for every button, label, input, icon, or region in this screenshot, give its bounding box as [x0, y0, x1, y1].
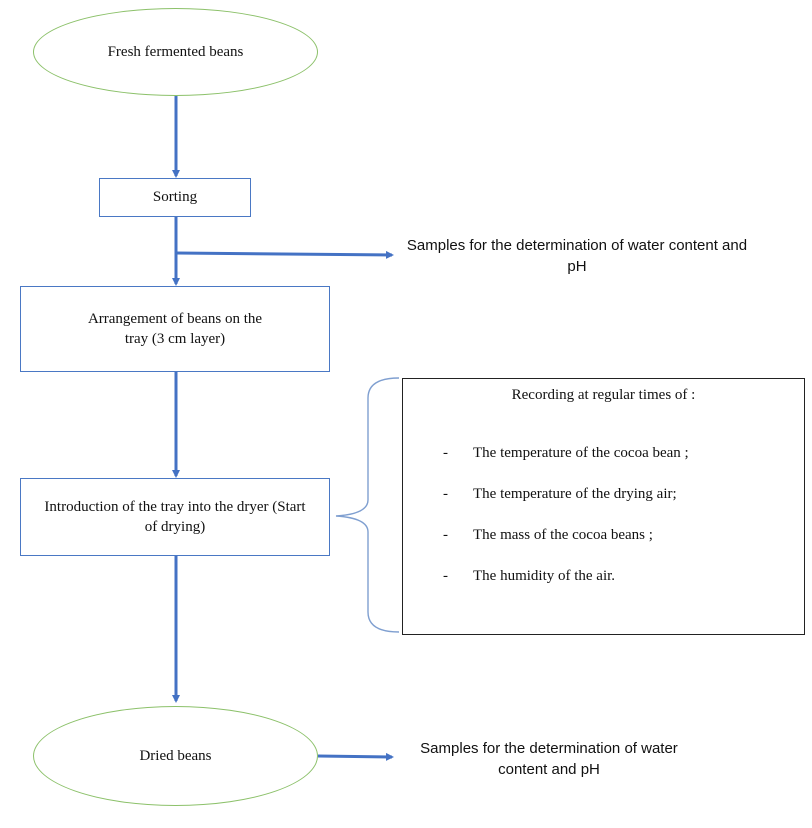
- end-node-label: Dried beans: [139, 747, 212, 764]
- recording-title: Recording at regular times of :: [511, 387, 696, 403]
- arrow-end-to-samples: [317, 752, 394, 761]
- bullet-dash: -: [443, 445, 448, 461]
- recording-item: - The humidity of the air.: [443, 568, 689, 609]
- bullet-dash: -: [443, 568, 448, 584]
- samples-note-after-drying-text: Samples for the determination of water c…: [420, 740, 678, 778]
- introduction-step: Introduction of the tray into the dryer …: [20, 478, 330, 556]
- sorting-step-label: Sorting: [152, 189, 198, 206]
- arrangement-step-label: Arrangement of beans on the tray (3 cm l…: [87, 310, 263, 347]
- recording-item: - The temperature of the drying air;: [443, 486, 689, 527]
- sorting-step: Sorting: [99, 178, 251, 217]
- recording-item: - The mass of the cocoa beans ;: [443, 527, 689, 568]
- samples-note-after-sorting: Samples for the determination of water c…: [404, 235, 750, 277]
- recording-item-text: The temperature of the drying air;: [473, 486, 677, 502]
- recording-box: Recording at regular times of : - The tem…: [402, 378, 805, 635]
- start-node-label: Fresh fermented beans: [107, 43, 244, 60]
- arrow-sorting-to-samples: [175, 250, 394, 259]
- recording-list: - The temperature of the cocoa bean ; - Th…: [443, 445, 689, 609]
- end-node: Dried beans: [33, 706, 318, 806]
- samples-note-after-drying: Samples for the determination of water c…: [404, 738, 694, 780]
- recording-item-text: The temperature of the cocoa bean ;: [473, 445, 689, 461]
- bullet-dash: -: [443, 486, 448, 502]
- introduction-step-label: Introduction of the tray into the dryer …: [44, 498, 306, 535]
- bullet-dash: -: [443, 527, 448, 543]
- curly-brace: [335, 377, 400, 633]
- arrangement-step: Arrangement of beans on the tray (3 cm l…: [20, 286, 330, 372]
- recording-item-text: The humidity of the air.: [473, 568, 616, 584]
- recording-item: - The temperature of the cocoa bean ;: [443, 445, 689, 486]
- start-node: Fresh fermented beans: [33, 8, 318, 96]
- recording-item-text: The mass of the cocoa beans ;: [473, 527, 653, 543]
- samples-note-after-sorting-text: Samples for the determination of water c…: [406, 237, 748, 275]
